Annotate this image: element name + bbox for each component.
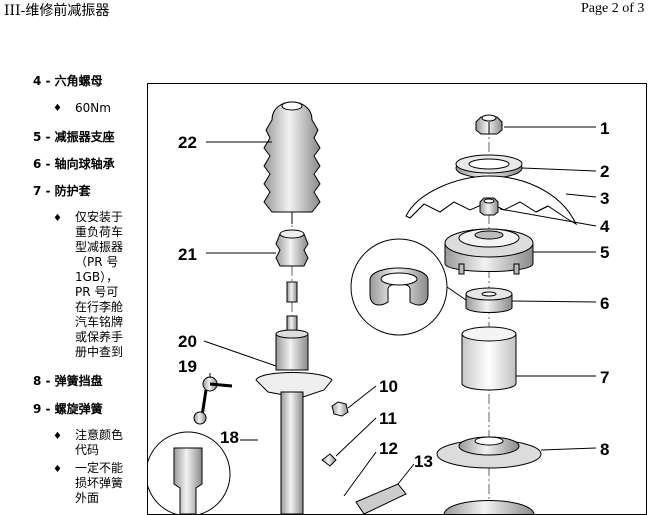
list-note-9a: 注意颜色 代码 bbox=[75, 428, 124, 457]
callout-label: 10 bbox=[379, 377, 398, 396]
exploded-view-drawing: 1 2 3 4 5 6 7 8 10 11 12 13 18 19 20 21 … bbox=[148, 101, 610, 514]
shock-absorber-part bbox=[255, 329, 333, 514]
list-item-8: 8 - 弹簧挡盘 bbox=[33, 374, 103, 388]
callout-label: 7 bbox=[600, 368, 609, 387]
detail-callout-left bbox=[148, 431, 231, 514]
piston-rod-part bbox=[286, 281, 298, 303]
protective-sleeve-part bbox=[263, 101, 321, 224]
callout-label: 19 bbox=[178, 357, 197, 376]
list-item-4: 4 - 六角螺母 bbox=[33, 74, 103, 88]
callout-label: 12 bbox=[379, 439, 398, 458]
buffer-part bbox=[275, 229, 309, 267]
callout-label: 6 bbox=[600, 294, 609, 313]
callout-label: 21 bbox=[178, 245, 197, 264]
callout-label: 8 bbox=[600, 440, 609, 459]
callout-label: 1 bbox=[600, 119, 609, 138]
torque-value: 60Nm bbox=[75, 101, 111, 115]
bullet-icon: ♦ bbox=[53, 464, 62, 475]
list-item-6: 6 - 轴向球轴承 bbox=[33, 157, 115, 171]
bump-stop-part bbox=[461, 326, 517, 391]
callout-label: 13 bbox=[414, 452, 433, 471]
exploded-view-figure: 1 2 3 4 5 6 7 8 10 11 12 13 18 19 20 21 … bbox=[147, 83, 647, 515]
hex-nut-part bbox=[475, 114, 503, 135]
list-note-9b: 一定不能 损坏弹簧 外面 bbox=[75, 461, 124, 505]
callout-label: 4 bbox=[600, 217, 610, 236]
page-title: III-维修前减振器 bbox=[4, 3, 110, 19]
bullet-icon: ♦ bbox=[53, 103, 62, 114]
small-nut-part bbox=[479, 197, 499, 216]
lower-part bbox=[443, 500, 535, 514]
spring-plate-part bbox=[436, 436, 542, 469]
bullet-icon: ♦ bbox=[53, 213, 62, 224]
strut-mount-part bbox=[444, 228, 534, 275]
callout-label: 20 bbox=[178, 332, 197, 351]
coupling-rod-part bbox=[193, 376, 233, 425]
callout-label: 3 bbox=[600, 189, 609, 208]
list-item-9: 9 - 螺旋弹簧 bbox=[33, 402, 103, 416]
callout-label: 2 bbox=[600, 162, 609, 181]
list-item-7: 7 - 防护套 bbox=[33, 184, 91, 198]
axial-bearing-part bbox=[465, 287, 513, 313]
list-item-5: 5 - 减振器支座 bbox=[33, 130, 115, 144]
bullet-icon: ♦ bbox=[53, 431, 62, 442]
page-indicator: Page 2 of 3 bbox=[581, 1, 645, 16]
callout-label: 18 bbox=[220, 428, 239, 447]
callout-label: 22 bbox=[178, 133, 197, 152]
callout-label: 11 bbox=[379, 409, 397, 428]
bolt-part bbox=[321, 453, 337, 467]
thrust-bearing-ring-part bbox=[455, 154, 523, 179]
bracket-part bbox=[355, 483, 407, 514]
list-note-7: 仅安装于 重负荷车 型减振器 （PR 号 1GB）， PR 号可 在行李舱 汽车… bbox=[75, 210, 124, 359]
bearing-detail-callout bbox=[350, 238, 467, 336]
hex-nut-part bbox=[331, 401, 349, 417]
callout-label: 5 bbox=[600, 243, 609, 262]
